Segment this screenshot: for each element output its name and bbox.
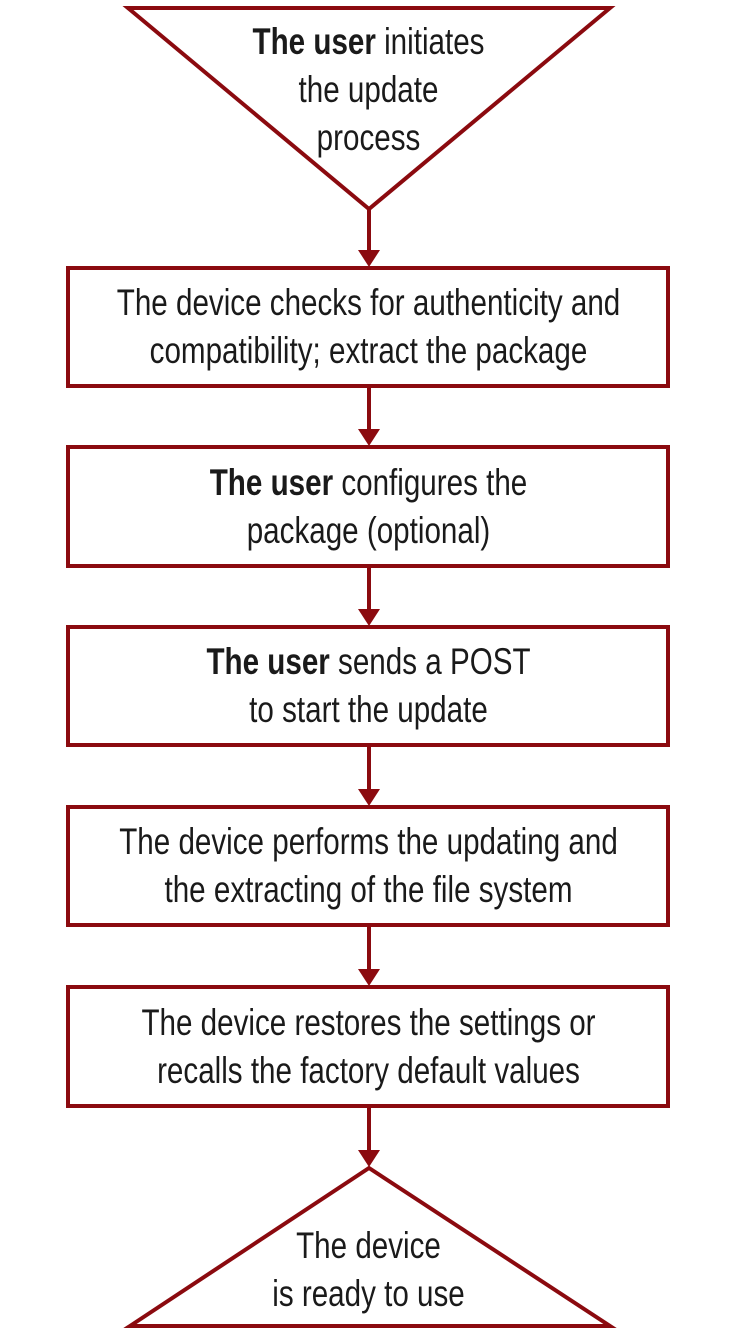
process-step-label: The device checks for authenticity and co… — [0, 279, 737, 375]
label-text: The device — [296, 1225, 441, 1266]
label-text: configures the — [333, 461, 528, 503]
label-text: the update — [298, 69, 439, 110]
arrowhead-icon — [358, 1150, 380, 1167]
label-text: compatibility; extract the package — [149, 330, 588, 371]
actor-emphasis: The user — [206, 641, 330, 682]
label-line: The user initiates — [74, 18, 664, 66]
end-label: The device is ready to use — [0, 1222, 737, 1318]
label-text: is ready to use — [272, 1273, 465, 1314]
label-line: the extracting of the file system — [74, 866, 664, 914]
label-line: The user sends a POST — [74, 638, 664, 686]
label-line: The device checks for authenticity and — [74, 279, 664, 327]
label-text: sends a POST — [329, 641, 531, 682]
label-line: to start the update — [74, 686, 664, 734]
label-line: recalls the factory default values — [74, 1047, 664, 1095]
process-step-label: The device restores the settings or recal… — [0, 999, 737, 1095]
label-line: process — [74, 114, 664, 162]
label-line: The device — [74, 1222, 664, 1270]
label-text: initiates — [375, 21, 485, 62]
label-line: The user configures the — [74, 459, 664, 507]
label-line: The device restores the settings or — [74, 999, 664, 1047]
label-text: The device checks for authenticity and — [116, 282, 621, 323]
label-line: the update — [74, 66, 664, 114]
arrowhead-icon — [358, 969, 380, 986]
label-text: recalls the factory default values — [157, 1049, 580, 1091]
label-text: process — [316, 117, 421, 158]
arrowhead-icon — [358, 789, 380, 806]
arrowhead-icon — [358, 429, 380, 446]
arrowhead-icon — [358, 250, 380, 267]
end-triangle — [123, 1165, 617, 1328]
label-text: package (optional) — [246, 509, 491, 551]
actor-emphasis: The user — [209, 461, 334, 503]
actor-emphasis: The user — [252, 21, 376, 62]
start-triangle — [122, 6, 616, 212]
arrowhead-icon — [358, 609, 380, 626]
label-line: package (optional) — [74, 507, 664, 555]
label-text: to start the update — [249, 689, 488, 730]
process-step-label: The device performs the updating and the … — [0, 818, 737, 914]
label-line: is ready to use — [74, 1270, 664, 1318]
label-line: compatibility; extract the package — [74, 327, 664, 375]
label-text: The device restores the settings or — [141, 1001, 596, 1043]
label-line: The device performs the updating and — [74, 818, 664, 866]
label-text: the extracting of the file system — [164, 869, 573, 910]
label-text: The device performs the updating and — [119, 821, 618, 862]
